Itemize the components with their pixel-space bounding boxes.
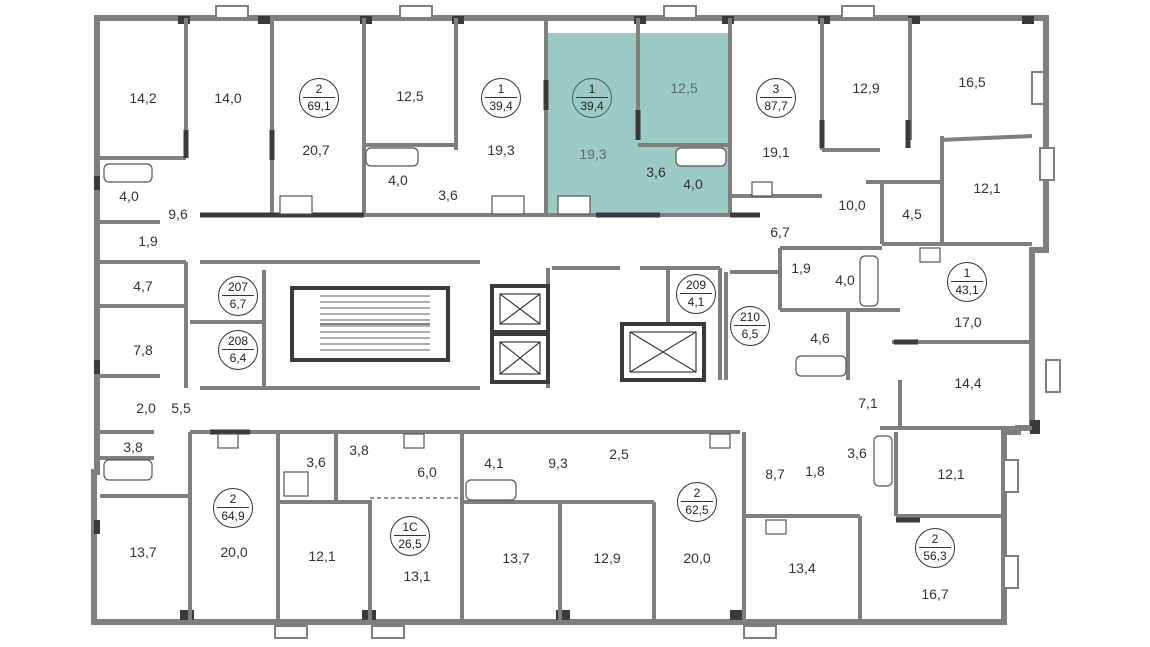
total-area: 87,7 <box>764 99 788 113</box>
room-area: 19,3 <box>487 142 515 158</box>
room-area: 12,5 <box>396 88 424 104</box>
total-area: 64,9 <box>221 509 245 523</box>
apartment-badge[interactable]: 2 62,5 <box>677 482 717 522</box>
room-area: 6,7 <box>770 224 790 240</box>
room-area: 12,1 <box>308 548 336 564</box>
room-area: 3,6 <box>438 187 458 203</box>
room-count: 207 <box>227 280 249 294</box>
room-area: 14,4 <box>954 375 982 391</box>
room-area: 4,0 <box>683 176 703 192</box>
elevator-crosses <box>499 293 697 375</box>
room-area: 8,7 <box>765 466 785 482</box>
room-area: 6,0 <box>417 464 437 480</box>
apartment-badge[interactable]: 207 6,7 <box>218 276 258 316</box>
room-count: 2 <box>229 492 237 506</box>
total-area: 62,5 <box>685 503 709 517</box>
apartment-badge[interactable]: 209 4,1 <box>676 274 716 314</box>
room-area: 4,0 <box>835 272 855 288</box>
room-area: 7,1 <box>858 395 878 411</box>
room-area: 14,2 <box>129 90 157 106</box>
apartment-badge[interactable]: 2 56,3 <box>915 528 955 568</box>
apartment-badge[interactable]: 2 64,9 <box>213 488 253 528</box>
room-area: 13,7 <box>502 550 530 566</box>
room-area: 4,0 <box>388 172 408 188</box>
room-area: 3,8 <box>349 442 369 458</box>
room-area: 12,5 <box>670 80 698 96</box>
room-count: 1 <box>963 266 971 280</box>
apartment-badge[interactable]: 3 87,7 <box>756 78 796 118</box>
room-area: 17,0 <box>954 314 982 330</box>
room-count: 3 <box>772 82 780 96</box>
total-area: 6,5 <box>741 327 759 341</box>
room-area: 13,7 <box>129 544 157 560</box>
total-area: 4,1 <box>687 295 705 309</box>
room-area: 4,5 <box>902 206 922 222</box>
apartment-badge-selected[interactable]: 1 39,4 <box>572 78 612 118</box>
room-area: 3,6 <box>646 164 666 180</box>
room-count: 1 <box>497 82 505 96</box>
total-area: 39,4 <box>489 99 513 113</box>
room-area: 16,5 <box>958 74 986 90</box>
room-count: 210 <box>739 310 761 324</box>
room-area: 3,8 <box>123 439 143 455</box>
room-area: 4,0 <box>119 188 139 204</box>
room-area: 19,1 <box>762 144 790 160</box>
apartment-badge[interactable]: 1С 26,5 <box>390 516 430 556</box>
room-area: 10,0 <box>838 197 866 213</box>
room-area: 16,7 <box>921 586 949 602</box>
room-area: 20,0 <box>220 544 248 560</box>
total-area: 56,3 <box>923 549 947 563</box>
room-area: 1,9 <box>791 260 811 276</box>
load-bearing-walls <box>183 80 920 523</box>
total-area: 26,5 <box>398 537 422 551</box>
apartment-badge[interactable]: 1 39,4 <box>481 78 521 118</box>
room-area: 20,7 <box>302 142 330 158</box>
room-area: 4,7 <box>133 278 153 294</box>
room-area: 4,6 <box>810 330 830 346</box>
windows <box>215 5 1061 639</box>
room-area: 2,5 <box>609 446 629 462</box>
room-count: 2 <box>315 82 323 96</box>
total-area: 43,1 <box>955 283 979 297</box>
room-count: 1 <box>588 82 596 96</box>
room-area: 12,9 <box>593 550 621 566</box>
room-area: 1,9 <box>138 233 158 249</box>
room-area: 20,0 <box>683 550 711 566</box>
room-area: 3,6 <box>306 454 326 470</box>
stairwell <box>290 284 706 384</box>
room-count: 2 <box>931 532 939 546</box>
interior-walls <box>100 18 1033 622</box>
bathroom-fixtures <box>103 147 941 535</box>
room-area: 1,8 <box>805 463 825 479</box>
total-area: 6,7 <box>229 297 247 311</box>
outer-walls <box>91 15 1049 625</box>
apartment-badge[interactable]: 2 69,1 <box>299 78 339 118</box>
room-count: 209 <box>685 278 707 292</box>
apartment-badge[interactable]: 208 6,4 <box>218 330 258 370</box>
room-area: 13,4 <box>788 560 816 576</box>
room-area: 14,0 <box>214 90 242 106</box>
room-area: 19,3 <box>579 146 607 162</box>
room-area: 12,1 <box>973 180 1001 196</box>
room-area: 13,1 <box>403 568 431 584</box>
total-area: 69,1 <box>307 99 331 113</box>
room-area: 4,1 <box>484 455 504 471</box>
room-area: 9,3 <box>548 455 568 471</box>
apartment-badge[interactable]: 210 6,5 <box>730 306 770 346</box>
apartment-badge[interactable]: 1 43,1 <box>947 262 987 302</box>
stair-treads <box>320 295 430 351</box>
room-count: 1С <box>402 520 418 534</box>
room-count: 208 <box>227 334 249 348</box>
room-area: 3,6 <box>847 445 867 461</box>
room-area: 2,0 <box>136 400 156 416</box>
room-area: 7,8 <box>133 342 153 358</box>
room-count: 2 <box>693 486 701 500</box>
total-area: 6,4 <box>229 351 247 365</box>
room-area: 9,6 <box>168 206 188 222</box>
total-area: 39,4 <box>580 99 604 113</box>
room-area: 12,9 <box>852 80 880 96</box>
room-area: 5,5 <box>171 400 191 416</box>
room-area: 12,1 <box>937 466 965 482</box>
